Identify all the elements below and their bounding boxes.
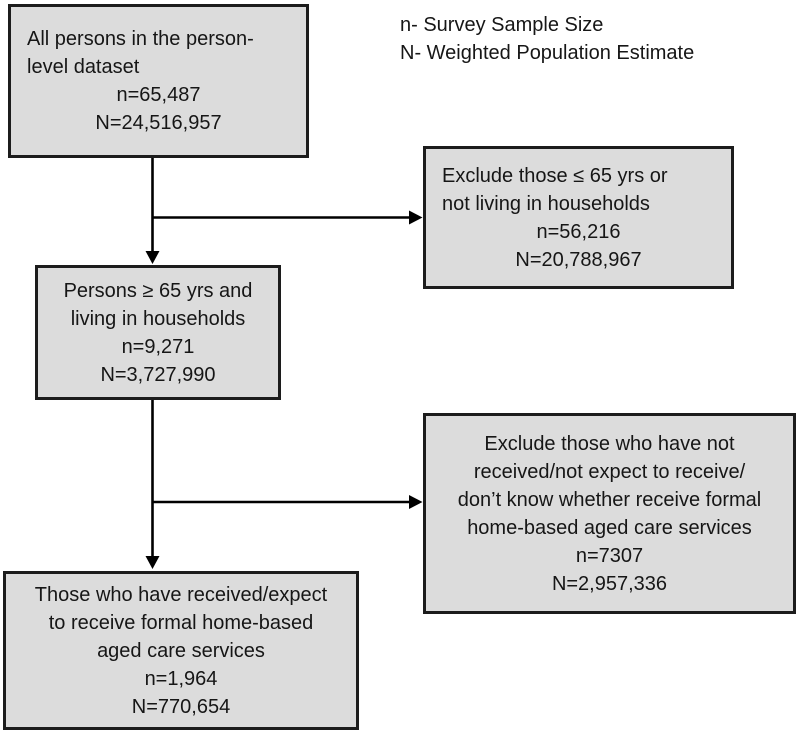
legend-population-estimate: N- Weighted Population Estimate — [400, 42, 695, 64]
arrow-branch-to-exclude-age — [152, 210, 423, 225]
population-estimate-value: N=3,727,990 — [100, 363, 216, 386]
arrow-all-persons-to-persons65 — [145, 157, 160, 264]
node-exclude-age: Exclude those ≤ 65 yrs or not living in … — [423, 146, 734, 289]
node-text-line: level dataset — [27, 56, 140, 78]
node-text-line: don’t know whether receive formal — [457, 488, 762, 511]
legend: n- Survey Sample Size N- Weighted Popula… — [400, 11, 694, 67]
node-text-line: Exclude those who have not — [484, 432, 735, 455]
node-all-persons: All persons in the person- level dataset… — [8, 4, 309, 158]
node-text-line: Those who have received/expect — [34, 583, 328, 606]
node-text-line: Exclude those ≤ 65 yrs or — [442, 164, 668, 187]
sample-size-value: n=65,487 — [116, 84, 201, 106]
population-estimate-value: N=24,516,957 — [95, 112, 222, 134]
sample-size-value: n=9,271 — [121, 335, 195, 358]
node-persons-65-plus: Persons ≥ 65 yrs and living in household… — [35, 265, 281, 400]
sample-size-value: n=1,964 — [144, 667, 218, 690]
node-text-line: not living in households — [442, 192, 650, 215]
population-estimate-value: N=2,957,336 — [551, 572, 668, 595]
node-exclude-no-services: Exclude those who have not received/not … — [423, 413, 796, 614]
arrow-branch-to-exclude-no-services — [152, 495, 423, 509]
population-estimate-value: N=20,788,967 — [515, 248, 642, 271]
sample-size-value: n=7307 — [575, 544, 644, 567]
node-received-services: Those who have received/expect to receiv… — [3, 571, 359, 730]
node-text-line: aged care services — [97, 639, 265, 662]
sample-size-value: n=56,216 — [536, 220, 621, 243]
node-text-line: Persons ≥ 65 yrs and — [63, 279, 253, 302]
node-text-line: to receive formal home-based — [48, 611, 314, 634]
node-text-line: All persons in the person- — [27, 28, 254, 50]
node-text-line: living in households — [70, 307, 246, 330]
node-text-line: received/not expect to receive/ — [473, 460, 746, 483]
arrow-persons65-to-received-services — [145, 399, 160, 569]
node-text-line: home-based aged care services — [467, 516, 752, 539]
population-estimate-value: N=770,654 — [131, 695, 231, 718]
legend-sample-size: n- Survey Sample Size — [400, 14, 604, 36]
